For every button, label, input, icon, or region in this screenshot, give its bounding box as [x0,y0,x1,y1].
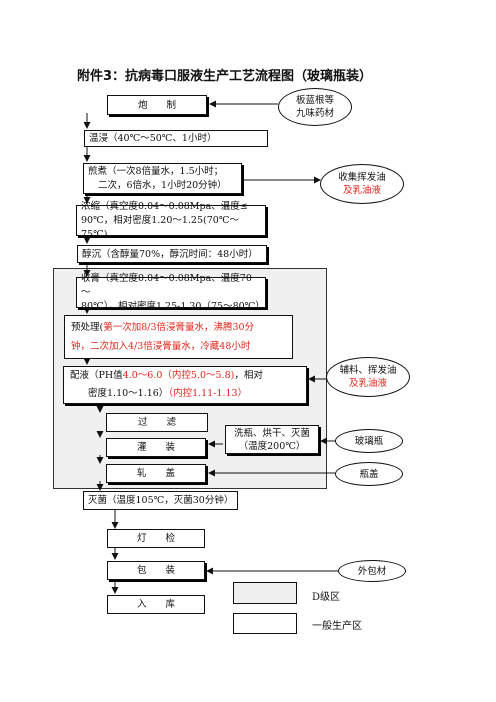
step-peiye-line1b: 4.0～6.0（内控5.0～5.8) [122,370,235,381]
output-huifayou-line1: 收集挥发油 [338,172,386,183]
step-peiye: 配液（PH值4.0～6.0（内控5.0～5.8)，相对 密度1.10～1.16）… [63,366,307,404]
step-paozhi: 炮 制 [107,95,207,115]
step-peiye-line2a: 密度1.10～1.16） [88,388,169,399]
step-jianzhu: 煎煮（一次8倍量水，1.5小时； 二次，6倍水，1小时20分钟） [83,163,242,194]
step-guanzhuang-label: 灌 装 [136,442,175,453]
input-fuliao-line2: 及乳油液 [348,378,387,389]
output-huifayou-line2: 及乳油液 [342,185,381,196]
step-nongsuo-line2: 90℃，相对密度1.20～1.25(70℃～75℃) [81,214,239,240]
input-bolipin-label: 玻璃瓶 [354,435,384,447]
input-bolipin: 玻璃瓶 [335,429,403,453]
step-nongsuo: 浓缩（真空度0.04～0.08Mpa、温度≤ 90℃，相对密度1.20～1.25… [76,201,266,240]
step-xiping: 洗瓶、烘干、灭菌 （温度200℃） [225,425,319,454]
step-chunchen-label: 醇沉（含醇量70%，醇沉时间：48小时） [82,248,258,260]
input-waibaocai: 外包材 [338,560,406,582]
step-guolv: 过 滤 [106,413,208,432]
input-waibaocai-label: 外包材 [357,565,387,577]
step-yuchuli-line1: 第一次加8/3倍浸膏量水，沸腾30分 [103,322,255,333]
step-yuchuli-line2: 钟，二次加入4/3倍浸膏量水，冷藏48小时 [71,341,251,352]
step-zhagai-label: 轧 盖 [136,468,175,479]
legend-general-swatch [233,613,297,634]
output-huifayou: 收集挥发油 及乳油液 [320,164,404,204]
step-guanzhuang: 灌 装 [106,438,206,457]
input-yaocai-line2: 九味药材 [295,108,334,119]
step-guolv-label: 过 滤 [137,417,176,428]
input-fuliao: 辅料、挥发油 及乳油液 [326,357,410,397]
step-paozhi-label: 炮 制 [137,99,176,111]
step-miejun-label: 灭菌（温度105℃，灭菌30分钟） [88,495,234,506]
step-xiping-line2: （温度200℃） [238,440,306,452]
step-nongsuo-line1: 浓缩（真空度0.04～0.08Mpa、温度≤ [81,200,248,212]
step-ruku-label: 入 库 [136,599,175,610]
step-shougao-line2: 80℃），相对密度1.25-1.30（75～80℃） [81,300,265,312]
step-shougao-line1: 收膏（真空度0.04～0.08Mpa、温度70～ [81,272,252,298]
legend-d-zone-label: D级区 [312,592,341,603]
input-pinggai-label: 瓶盖 [359,468,379,480]
step-peiye-line2b: （内控1.11-1.13） [168,388,248,399]
step-wenjin: 温浸（40℃～50℃、1小时） [84,130,268,147]
input-yaocai-line1: 板蓝根等 [295,95,334,106]
step-miejun: 灭菌（温度105℃，灭菌30分钟） [83,491,238,510]
step-jianzhu-line1: 煎煮（一次8倍量水，1.5小时； [88,165,224,177]
step-dengjian-label: 灯 检 [136,533,175,544]
step-shougao: 收膏（真空度0.04～0.08Mpa、温度70～ 80℃），相对密度1.25-1… [76,273,266,312]
step-jianzhu-line2: 二次，6倍水，1小时20分钟） [98,179,227,191]
input-yaocai: 板蓝根等 九味药材 [278,88,352,126]
step-peiye-line1c: ，相对 [234,370,263,381]
step-zhagai: 轧 盖 [106,464,206,483]
page-title: 附件3：抗病毒口服液生产工艺流程图（玻璃瓶装） [77,69,373,84]
step-yuchuli-prefix: 预处理( [71,322,104,333]
step-ruku: 入 库 [107,595,205,614]
step-chunchen: 醇沉（含醇量70%，醇沉时间：48小时） [77,245,267,263]
legend-general-label: 一般生产区 [312,621,362,632]
input-pinggai: 瓶盖 [335,462,403,486]
input-fuliao-line1: 辅料、挥发油 [339,365,397,376]
step-peiye-line1a: 配液（PH值 [70,370,123,381]
legend-d-zone-swatch [233,582,297,604]
step-wenjin-label: 温浸（40℃～50℃、1小时） [89,133,217,144]
step-baozhuang: 包 装 [107,561,205,580]
step-yuchuli: 预处理(第一次加8/3倍浸膏量水，沸腾30分 钟，二次加入4/3倍浸膏量水，冷藏… [64,315,293,359]
step-baozhuang-label: 包 装 [136,565,175,576]
step-xiping-line1: 洗瓶、烘干、灭菌 [233,427,310,439]
step-dengjian: 灯 检 [107,529,205,548]
